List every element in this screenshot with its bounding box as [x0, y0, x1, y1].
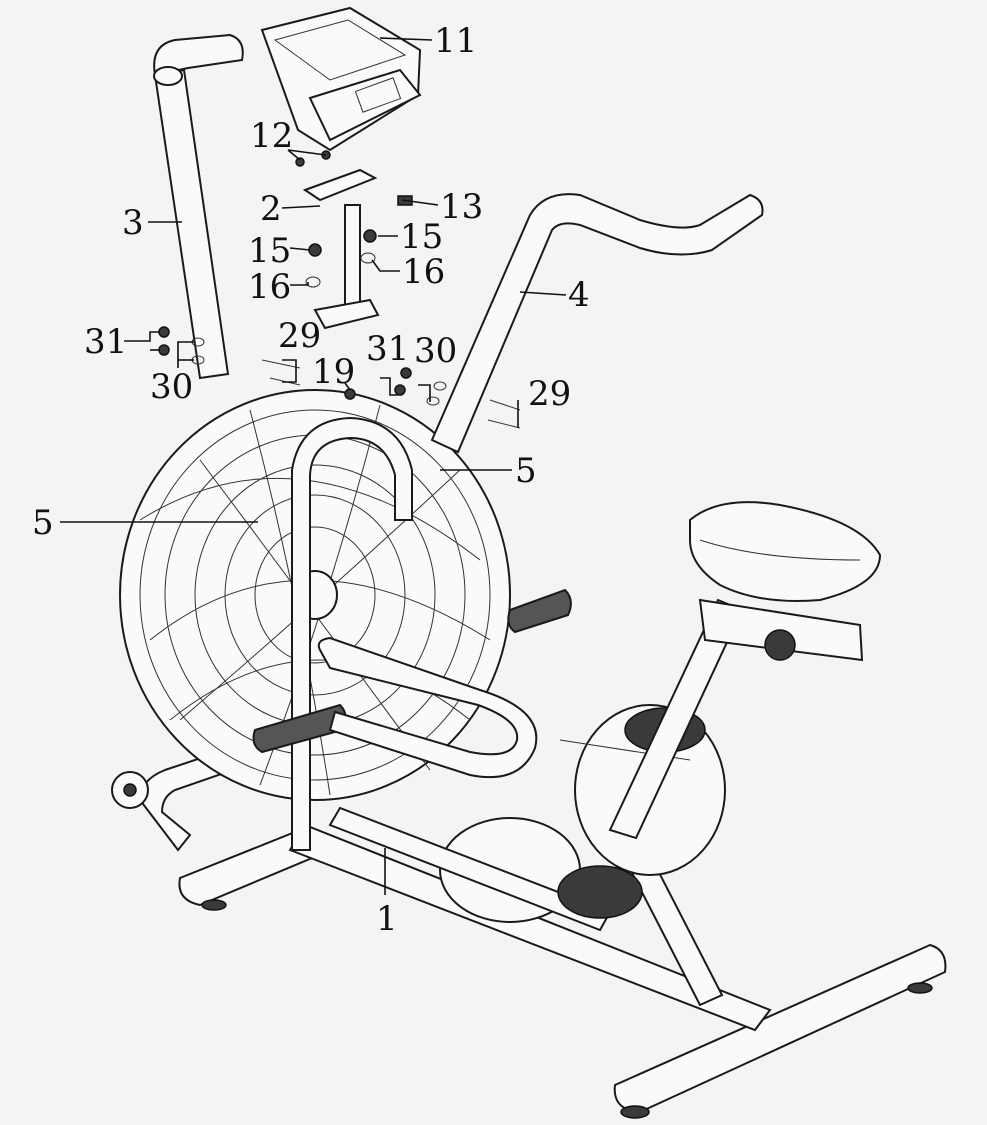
leader-lines — [60, 37, 567, 895]
callout-15-left: 15 — [248, 231, 291, 271]
callout-5-left: 5 — [32, 503, 54, 543]
fan-guard-frame — [291, 416, 413, 851]
right-handlebar — [430, 193, 764, 454]
callout-30-right: 30 — [414, 331, 457, 371]
callout-2: 2 — [260, 189, 282, 229]
callout-31-left: 31 — [84, 322, 127, 362]
callout-13: 13 — [440, 187, 483, 227]
seat-assembly — [608, 501, 882, 840]
callout-30-left: 30 — [150, 367, 193, 407]
console — [260, 6, 422, 152]
callout-4: 4 — [568, 275, 590, 315]
callout-labels: 11 12 2 13 3 15 15 16 16 4 31 29 31 30 1… — [32, 21, 590, 939]
callout-29-right: 29 — [528, 374, 571, 414]
callout-16-left: 16 — [248, 267, 291, 307]
callout-19: 19 — [312, 352, 355, 392]
callout-29-left: 29 — [278, 316, 321, 356]
callout-1: 1 — [376, 899, 398, 939]
callout-5-right: 5 — [515, 451, 537, 491]
callout-16-right: 16 — [402, 252, 445, 292]
callout-11: 11 — [434, 21, 477, 61]
left-handlebar — [153, 33, 244, 380]
callout-31-right: 31 — [366, 329, 409, 369]
console-mast — [302, 168, 380, 330]
footrest-loop — [317, 636, 538, 779]
callout-3: 3 — [122, 203, 144, 243]
callout-15-right: 15 — [400, 217, 443, 257]
callout-12: 12 — [250, 116, 293, 156]
